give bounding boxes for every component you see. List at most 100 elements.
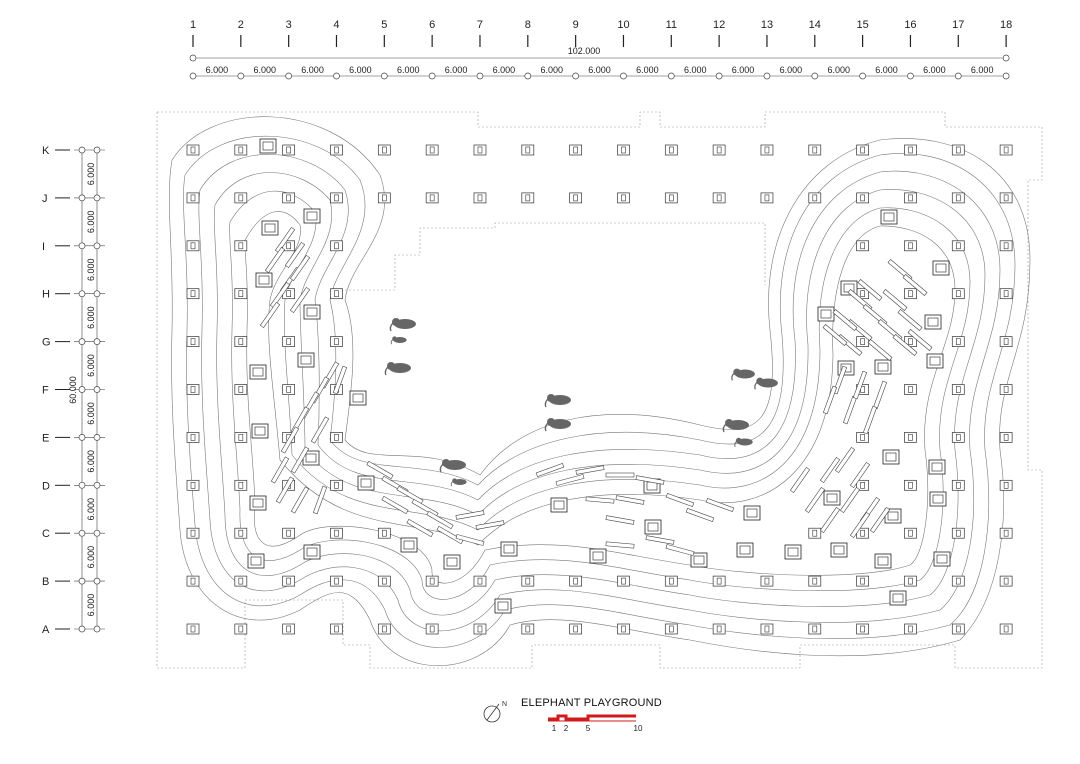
terrain-feature-inner [647,522,659,532]
terrain-feature-inner [883,212,895,222]
column-label: 18 [1000,19,1012,31]
terrain-feature-box [259,138,277,154]
elephant-trunk [390,339,394,345]
play-log [270,456,290,484]
play-log [290,486,310,514]
column-core [955,338,961,345]
play-log [882,289,908,311]
axis-node [78,529,86,537]
column-core [238,625,244,633]
play-log [332,365,348,395]
play-log [555,474,585,486]
terrain-feature-inner [446,557,458,567]
axis-node [189,54,197,62]
column-core [860,242,865,250]
column-core [190,386,196,393]
column-core [190,146,196,154]
elephant-head [392,336,397,342]
axis-node [1002,72,1010,80]
bay-width-label: 6.000 [875,65,898,75]
terrain-feature-inner [929,356,941,366]
inner-site-outline [345,222,766,291]
terrain-feature-inner [892,593,904,603]
axis-node [78,194,86,202]
elephant-icon [734,437,753,448]
play-log [310,416,330,444]
column-label: 8 [525,19,531,31]
column-core [908,242,913,250]
column-core [955,434,961,441]
axis-node [859,72,866,80]
column-core [812,146,818,154]
terrain-feature-box [929,491,947,507]
column-core [1003,625,1009,633]
play-log [852,370,868,400]
column-core [860,194,865,202]
column-core [238,577,244,585]
elephant-icon [544,394,571,408]
bay-width-label: 6.000 [540,65,563,75]
plan-title: ELEPHANT PLAYGROUND [521,697,662,709]
column-core [955,290,961,298]
terrain-feature-inner [693,555,705,565]
column-core [1003,290,1009,298]
left-grid-axis: K6.000J6.000I6.000H6.000G6.000F6.000E6.0… [42,145,105,636]
column-core [190,529,196,537]
bay-width-label: 6.000 [301,65,324,75]
terrain-feature-inner [306,211,318,221]
terrain-feature-box [823,490,841,506]
column-core [238,386,244,393]
total-height-label: 60.000 [68,376,78,404]
row-label: I [42,241,45,253]
terrain-feature-box [550,497,568,513]
column-label: 14 [809,19,821,31]
column-core [621,194,626,202]
column-core [334,290,339,298]
elephant-head [392,318,400,326]
play-log [705,497,735,513]
elephant-head [733,368,741,376]
play-log [857,279,883,301]
bay-height-label: 6.000 [86,594,96,617]
column-core [573,146,578,154]
top-grid-axis: 16.00026.00036.00046.00056.00066.00076.0… [189,19,1012,80]
column-core [668,194,674,202]
column-core [860,290,865,298]
play-log [411,498,439,518]
bay-height-label: 6.000 [86,546,96,569]
column-core [860,529,865,537]
column-core [334,529,339,537]
column-core [908,481,913,489]
play-log [605,515,635,525]
terrain-feature-box [928,459,946,475]
axis-node [1002,54,1010,62]
column-label: 7 [477,19,483,31]
axis-node [237,72,245,80]
axis-node [620,72,627,80]
elephant-icon [390,336,407,345]
elephant-trunk [722,423,727,433]
elephant-trunk [734,440,737,448]
column-core [286,625,291,633]
column-core [668,577,674,585]
bay-height-label: 6.000 [86,211,96,234]
terrain-feature-box [494,598,512,614]
row-label: G [42,337,51,349]
terrain-feature-inner [746,508,758,518]
terrain-feature-box [743,505,761,521]
scale-label: 5 [586,724,591,733]
play-log [832,309,858,331]
play-log [381,495,409,515]
terrain-feature-inner [553,500,565,510]
axis-node [333,72,340,80]
terrain-feature-box [500,541,518,557]
bay-width-label: 6.000 [827,65,850,75]
axis-node [715,72,723,80]
row-label: A [42,624,50,636]
bay-width-label: 6.000 [206,65,229,75]
terrain-features [247,138,951,614]
elephant-icon [439,459,466,473]
elephant-icon [450,478,467,487]
column-core [764,146,770,154]
column-core [525,146,531,154]
